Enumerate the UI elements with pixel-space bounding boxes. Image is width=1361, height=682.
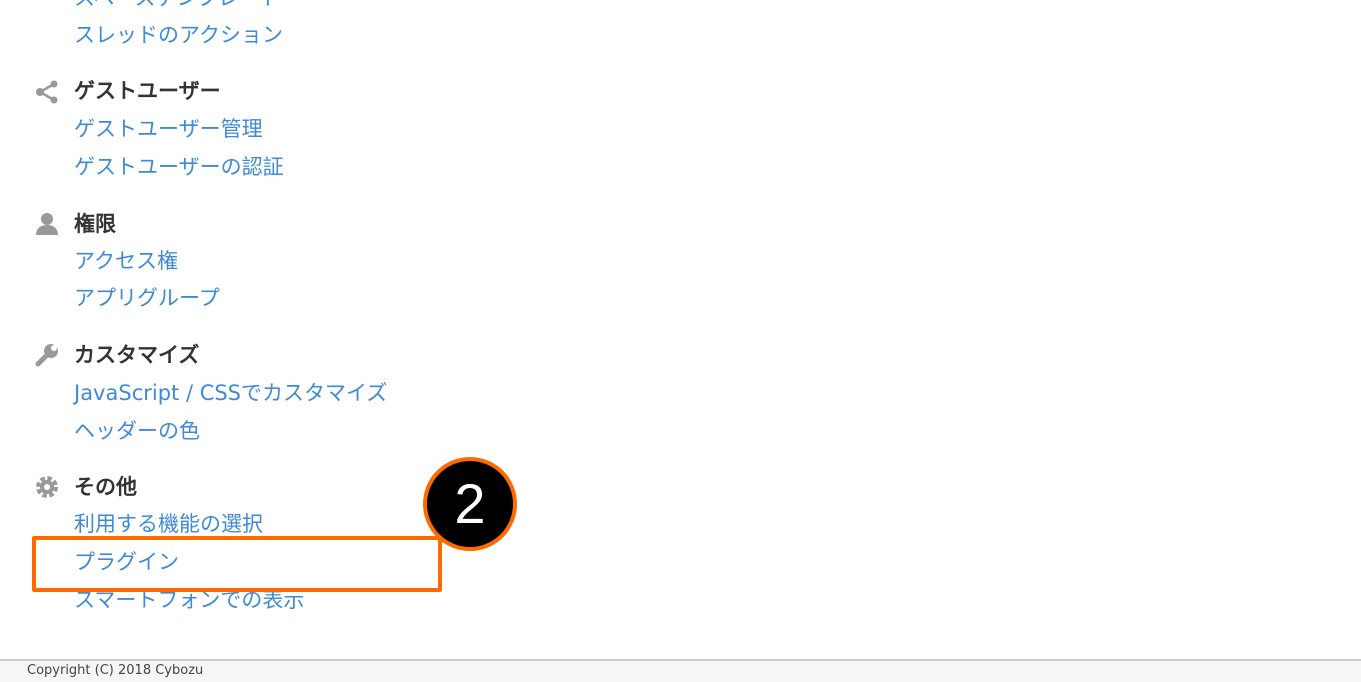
step-badge: 2 <box>423 457 517 551</box>
footer: Copyright (C) 2018 Cybozu <box>0 659 1361 682</box>
section-heading-permissions: 権限 <box>74 212 116 236</box>
link-plugin[interactable]: プラグイン <box>74 550 179 574</box>
copyright-text: Copyright (C) 2018 Cybozu <box>27 663 204 678</box>
link-header-color[interactable]: ヘッダーの色 <box>74 419 200 443</box>
share-icon <box>36 80 58 104</box>
link-guest-user-management[interactable]: ゲストユーザー管理 <box>74 117 263 141</box>
section-heading-other: その他 <box>74 475 137 499</box>
link-smartphone-display[interactable]: スマートフォンでの表示 <box>74 588 305 612</box>
wrench-icon <box>35 344 58 367</box>
link-access-rights[interactable]: アクセス権 <box>74 249 178 273</box>
link-app-group[interactable]: アプリグループ <box>74 286 220 310</box>
link-js-css-customize[interactable]: JavaScript / CSSでカスタマイズ <box>74 381 388 405</box>
link-feature-selection[interactable]: 利用する機能の選択 <box>74 512 263 536</box>
section-heading-customize: カスタマイズ <box>74 343 200 367</box>
section-heading-guest-user: ゲストユーザー <box>74 79 221 103</box>
link-space-template[interactable]: スペーステンプレート <box>74 0 281 12</box>
highlight-box <box>32 536 442 592</box>
link-guest-user-auth[interactable]: ゲストユーザーの認証 <box>74 155 284 179</box>
gear-icon <box>36 476 58 498</box>
user-icon <box>36 213 58 235</box>
link-thread-action[interactable]: スレッドのアクション <box>74 23 283 47</box>
